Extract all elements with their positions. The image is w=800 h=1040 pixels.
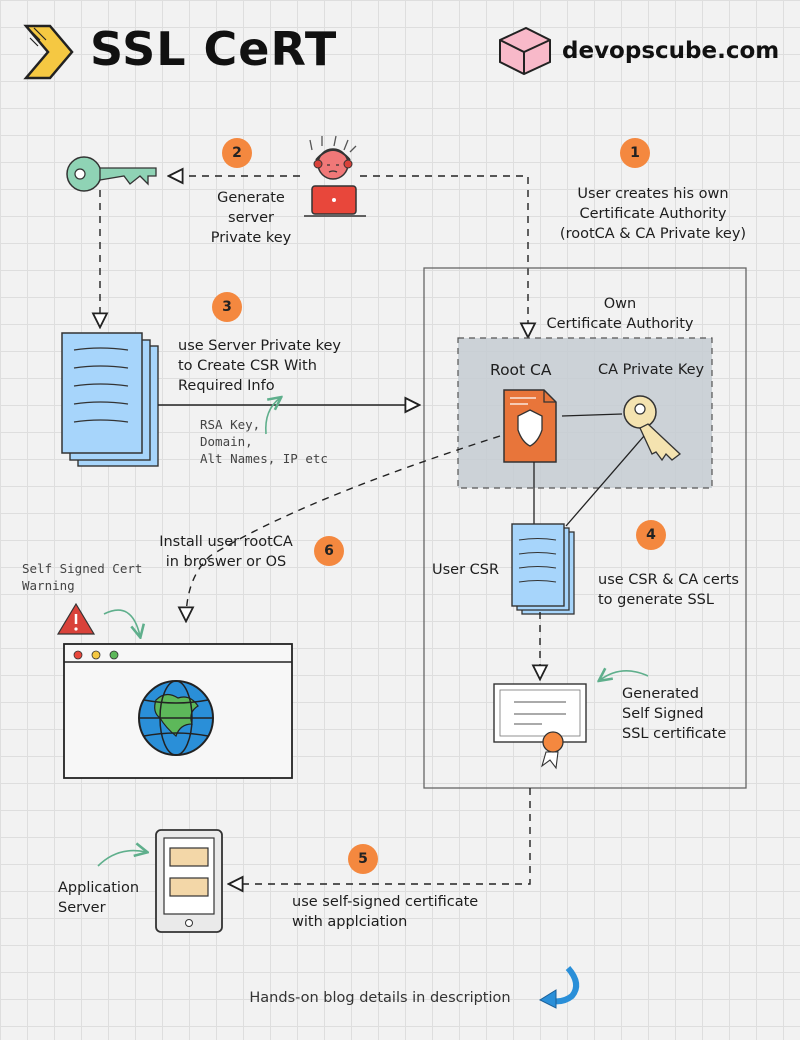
step-badge-6: 6 [314,536,344,566]
ca-private-key-label: CA Private Key [598,362,705,378]
step-6-text: Install user rootCA in broswer or OS [159,534,293,570]
step-badge-4: 4 [636,520,666,550]
warning-label: Self Signed Cert Warning [22,561,143,593]
page-title: SSL CeRT [90,22,338,76]
step-badge-1: 1 [620,138,650,168]
step-1-text: User creates his own Certificate Authori… [559,186,747,242]
step-2-text: Generate server Private key [210,190,292,246]
generated-cert-label: Generated Self Signed SSL certificate [622,686,727,742]
root-ca-label: Root CA [490,361,552,379]
step-5-text: use self-signed certificate with applcia… [292,894,479,930]
csr-info-note: RSA Key, Domain, Alt Names, IP etc [200,417,328,466]
step-3-text: use Server Private key to Create CSR Wit… [178,338,341,394]
cube-logo-icon [499,26,551,76]
root-ca-icon [503,389,557,463]
step-4-text: use CSR & CA certs to generate SSL [598,572,739,608]
own-ca-label: Own Certificate Authority [546,296,694,332]
certificate-icon [493,683,587,770]
phone-server-icon [155,829,223,933]
ca-key-icon [623,395,682,462]
step-badge-2: 2 [222,138,252,168]
brand-name: devopscube.com [562,38,780,64]
server-key-icon [66,156,157,192]
csr-document-icon [61,332,159,467]
user-csr-icon [511,523,575,615]
chevron-logo-icon [23,24,74,80]
curved-arrow-icon [538,966,580,1009]
warning-icon [56,602,96,635]
own-ca-box [423,267,747,789]
step-badge-5: 5 [348,844,378,874]
app-server-label: Application Server [58,880,140,916]
user-csr-label: User CSR [432,562,500,578]
step-badge-3: 3 [212,292,242,322]
globe-icon [138,680,214,756]
root-ca-area [457,337,713,489]
user-laptop-icon [304,135,366,217]
footer-text: Hands-on blog details in description [249,990,511,1006]
